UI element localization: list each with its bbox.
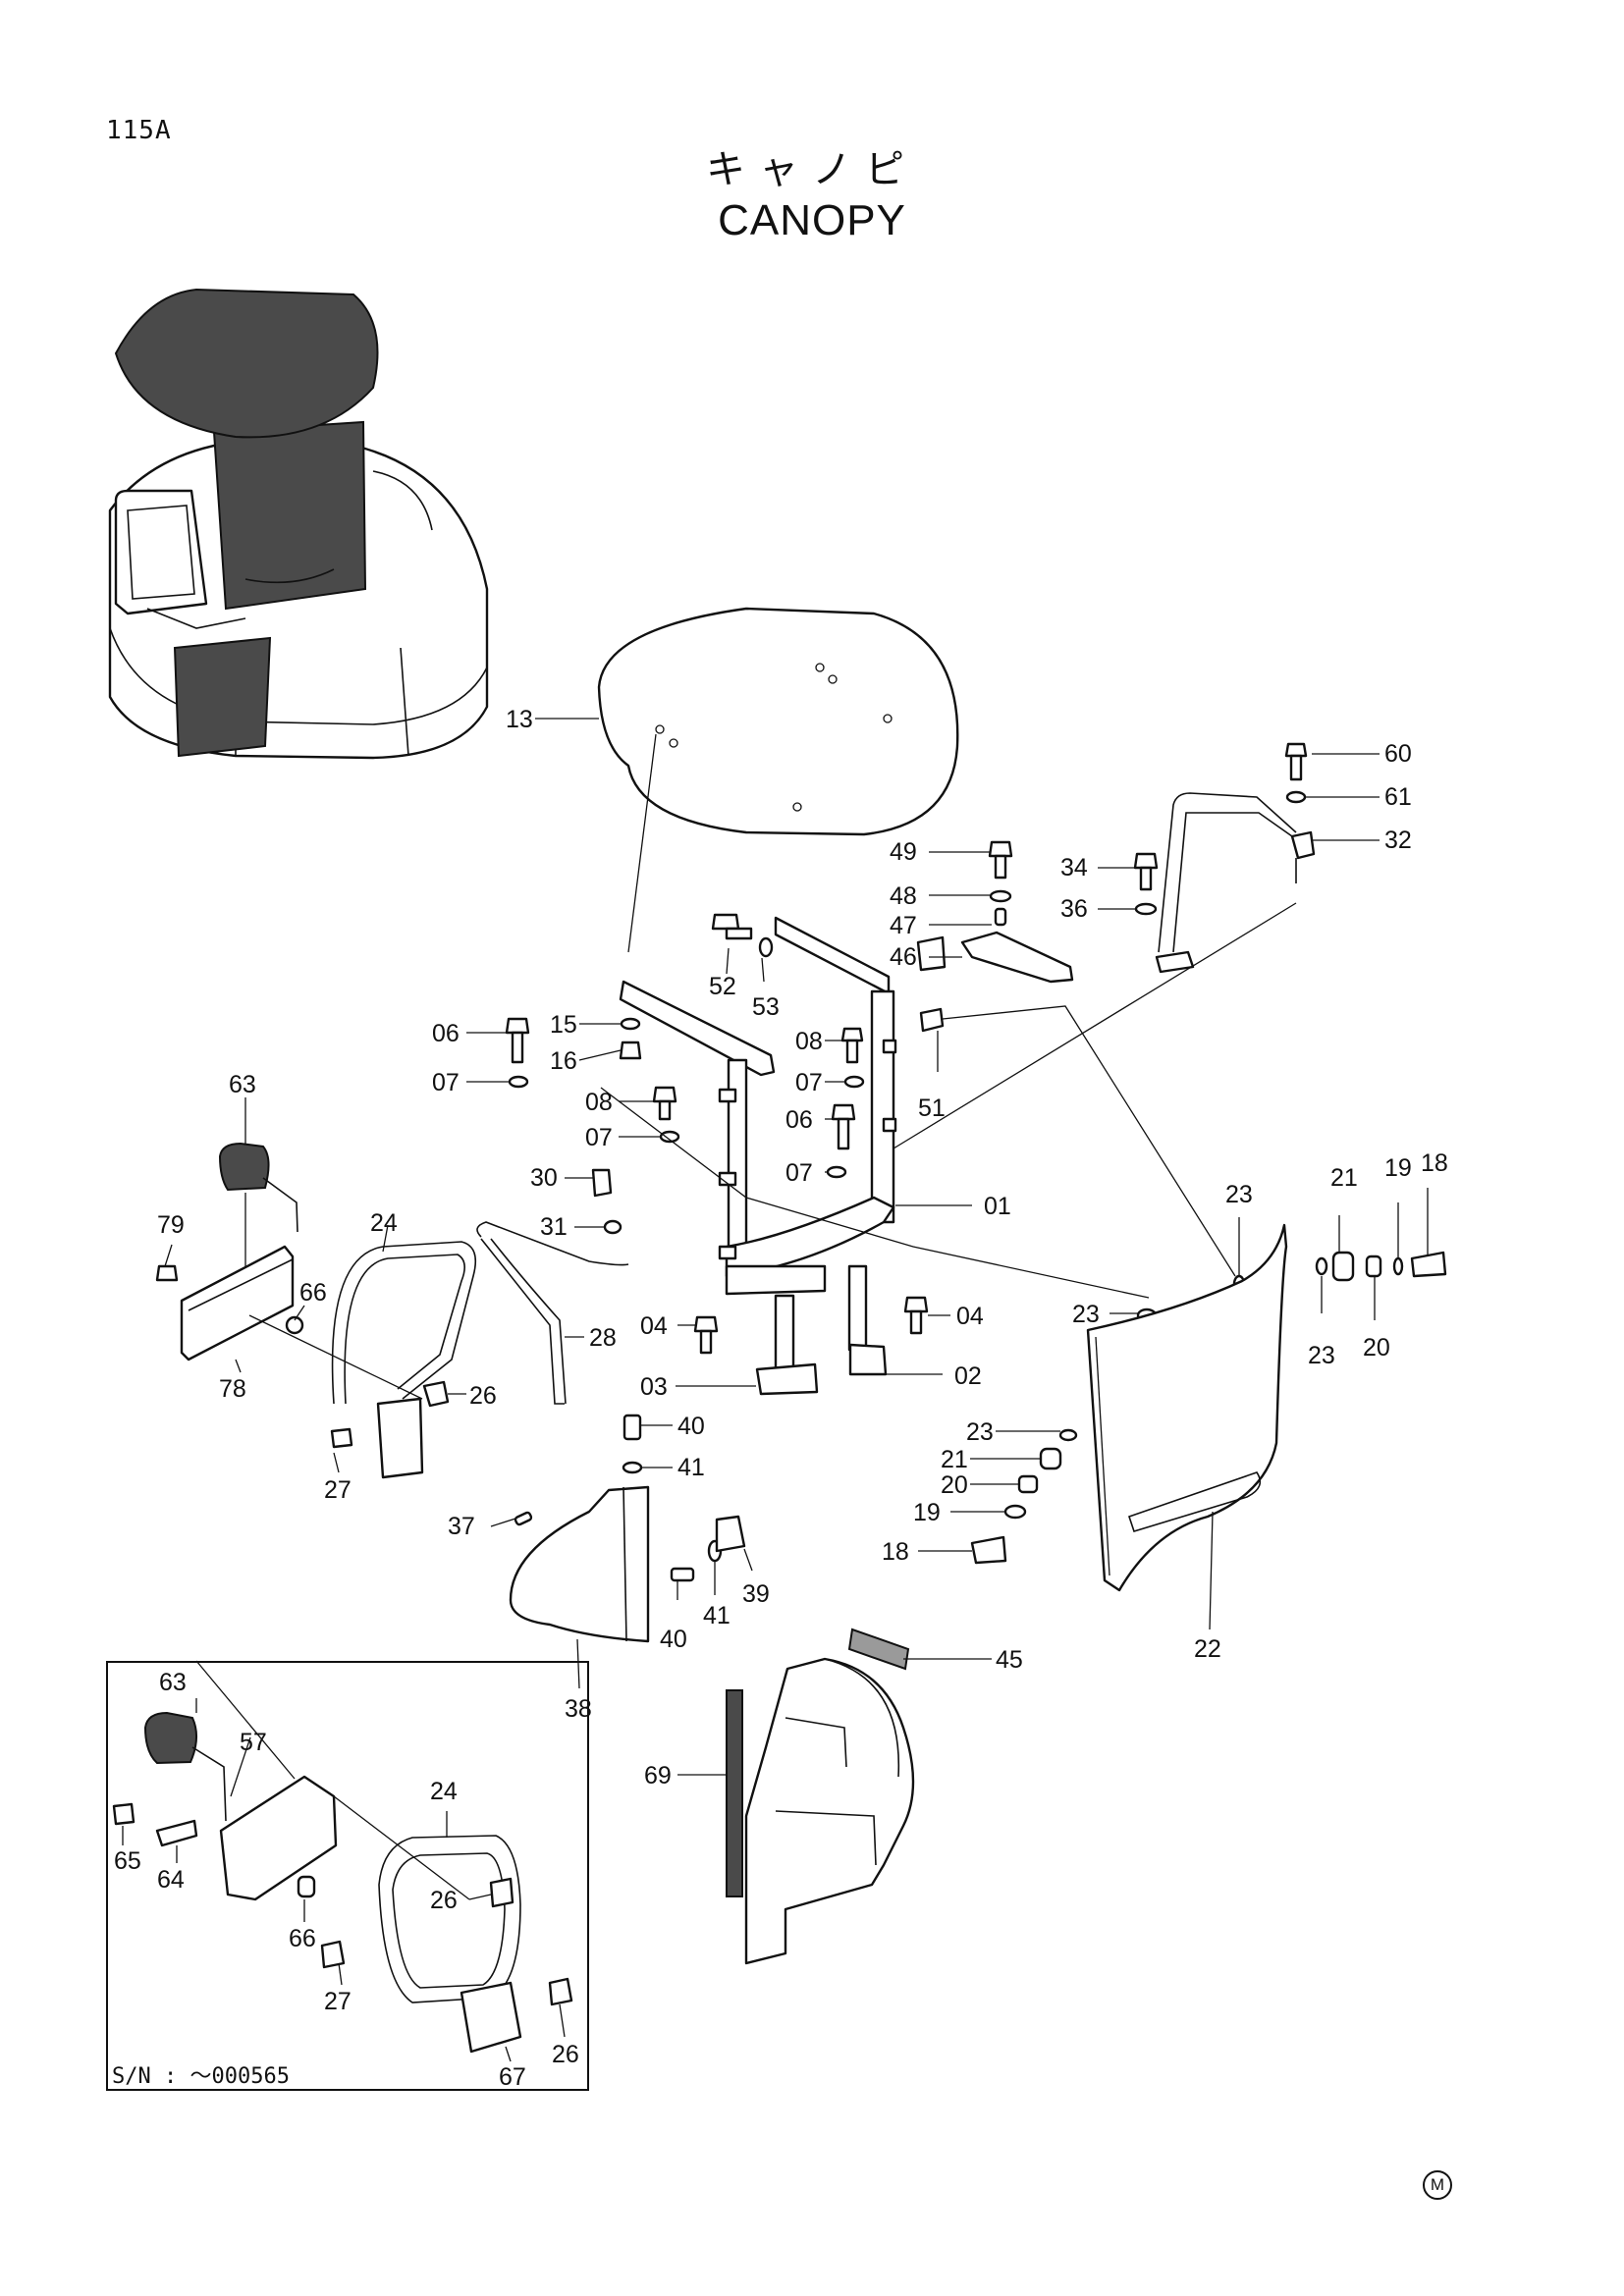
part-78-bracket	[180, 1245, 304, 1362]
label-16: 16	[550, 1047, 577, 1075]
inset-label-27: 27	[324, 1988, 352, 2015]
label-37: 37	[448, 1513, 475, 1540]
label-23: 23	[1072, 1301, 1100, 1328]
label-20: 20	[1363, 1334, 1390, 1362]
label-47: 47	[890, 912, 917, 939]
label-13: 13	[506, 706, 533, 733]
label-26: 26	[469, 1382, 497, 1410]
label-48: 48	[890, 882, 917, 910]
label-45: 45	[996, 1646, 1023, 1674]
label-78: 78	[219, 1375, 246, 1403]
inset-label-64: 64	[157, 1866, 185, 1894]
page-id: 115A	[106, 116, 172, 145]
label-22: 22	[1194, 1635, 1221, 1663]
label-40: 40	[677, 1413, 705, 1440]
label-02: 02	[954, 1362, 982, 1390]
label-21: 21	[941, 1446, 968, 1473]
label-19: 19	[1384, 1154, 1412, 1182]
label-07: 07	[785, 1159, 813, 1187]
label-01: 01	[984, 1193, 1011, 1220]
part-13-roof	[597, 607, 959, 953]
inset-label-26: 26	[430, 1887, 458, 1914]
label-18: 18	[1421, 1149, 1448, 1177]
label-27: 27	[324, 1476, 352, 1504]
label-30: 30	[530, 1164, 558, 1192]
inset-label-26: 26	[552, 2041, 579, 2068]
label-07: 07	[795, 1069, 823, 1096]
part-45-cover	[726, 1628, 915, 1965]
label-66: 66	[299, 1279, 327, 1307]
inset-label-63: 63	[159, 1669, 187, 1696]
inset-label-24: 24	[430, 1778, 458, 1805]
part-28-bar	[476, 1221, 629, 1405]
label-41: 41	[703, 1602, 731, 1629]
label-52: 52	[709, 973, 736, 1000]
label-40: 40	[660, 1626, 687, 1653]
inset-label-65: 65	[114, 1847, 141, 1875]
inset-label-66: 66	[289, 1925, 316, 1952]
part-24-handle	[331, 1241, 477, 1479]
label-41: 41	[677, 1454, 705, 1481]
label-36: 36	[1060, 895, 1088, 923]
label-20: 20	[941, 1471, 968, 1499]
title-japanese: キャノピ	[706, 147, 918, 192]
label-23: 23	[966, 1418, 994, 1446]
inset-frame	[106, 1661, 589, 2091]
label-06: 06	[432, 1020, 460, 1047]
label-49: 49	[890, 838, 917, 866]
label-08: 08	[585, 1089, 613, 1116]
part-01-frame	[619, 916, 947, 1396]
machine-overview	[108, 288, 489, 760]
fasteners	[155, 742, 1447, 1582]
label-24: 24	[370, 1209, 398, 1237]
label-53: 53	[752, 993, 780, 1021]
part-38-guard	[509, 1485, 746, 1643]
leader-lines	[122, 718, 1429, 2062]
label-08: 08	[795, 1028, 823, 1055]
label-31: 31	[540, 1213, 568, 1241]
label-23: 23	[1225, 1181, 1253, 1208]
label-21: 21	[1330, 1164, 1358, 1192]
inset-parts	[112, 1711, 573, 2054]
inset-serial-number: S/N : ～000565	[112, 2064, 290, 2089]
inset-label-67: 67	[499, 2063, 526, 2091]
label-15: 15	[550, 1011, 577, 1039]
label-06: 06	[785, 1106, 813, 1134]
label-61: 61	[1384, 783, 1412, 811]
label-04: 04	[956, 1303, 984, 1330]
label-46: 46	[890, 943, 917, 971]
part-22-panel	[1086, 1223, 1288, 1592]
label-39: 39	[742, 1580, 770, 1608]
label-51: 51	[918, 1095, 946, 1122]
label-69: 69	[644, 1762, 672, 1789]
label-18: 18	[882, 1538, 909, 1566]
title-english: CANOPY	[718, 196, 906, 244]
label-03: 03	[640, 1373, 668, 1401]
label-60: 60	[1384, 740, 1412, 768]
label-19: 19	[913, 1499, 941, 1526]
label-04: 04	[640, 1312, 668, 1340]
circled-m-mark: M	[1423, 2170, 1452, 2200]
label-28: 28	[589, 1324, 617, 1352]
part-labels: 60 61 32 49 34 48 36 47 46 13 52 53 06 1…	[114, 706, 1448, 2091]
label-63: 63	[229, 1071, 256, 1098]
part-63-lamp	[218, 1142, 298, 1306]
label-32: 32	[1384, 827, 1412, 854]
inset-label-57: 57	[240, 1729, 267, 1756]
label-07: 07	[432, 1069, 460, 1096]
label-23: 23	[1308, 1342, 1335, 1369]
label-34: 34	[1060, 854, 1088, 881]
part-32-handle	[1155, 792, 1316, 974]
label-79: 79	[157, 1211, 185, 1239]
label-07: 07	[585, 1124, 613, 1151]
